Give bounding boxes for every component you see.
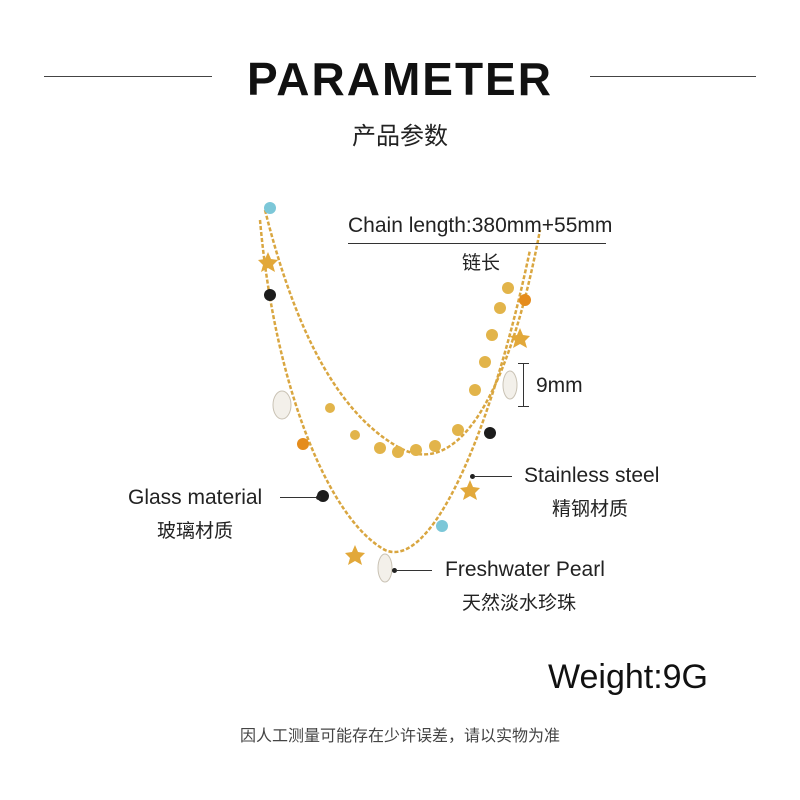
pendant-size-label: 9mm [536, 374, 583, 397]
stainless-pointer-line [474, 476, 512, 477]
blue-beads [264, 202, 448, 532]
header-rule-right [590, 76, 756, 77]
lower-chain [258, 219, 532, 554]
necklace-illustration [258, 202, 542, 583]
disc-links [325, 282, 514, 458]
orange-beads [297, 294, 531, 450]
weight-label: Weight:9G [548, 658, 709, 696]
pendant-size-bracket-top [518, 363, 529, 364]
page-title: PARAMETER [247, 53, 553, 105]
glass-pointer-dot [316, 495, 321, 500]
pendant-size-bracket-bottom [518, 406, 529, 407]
pearl-pointer-line [396, 570, 432, 571]
black-beads [264, 289, 496, 502]
pearls [272, 370, 518, 583]
page-subtitle: 产品参数 [352, 122, 448, 150]
glass-label: Glass material [128, 486, 263, 509]
header-rule-left [44, 76, 212, 77]
pearl-label: Freshwater Pearl [445, 558, 605, 581]
chain-length-underline [348, 243, 606, 244]
stainless-label: Stainless steel [524, 464, 660, 487]
pearl-label-cn: 天然淡水珍珠 [462, 592, 577, 614]
glass-label-cn: 玻璃材质 [157, 520, 234, 542]
pendant-size-bracket [523, 363, 524, 407]
stainless-label-cn: 精钢材质 [552, 498, 629, 520]
disclaimer-text: 因人工测量可能存在少许误差，请以实物为准 [239, 726, 560, 745]
pearl-pointer-dot [392, 568, 397, 573]
stainless-pointer-dot [470, 474, 475, 479]
chain-length-label-cn: 链长 [462, 252, 501, 274]
upper-chain [263, 209, 542, 456]
chain-length-label: Chain length:380mm+55mm [348, 214, 613, 237]
glass-pointer-line [280, 497, 318, 498]
star-charms [258, 252, 530, 565]
